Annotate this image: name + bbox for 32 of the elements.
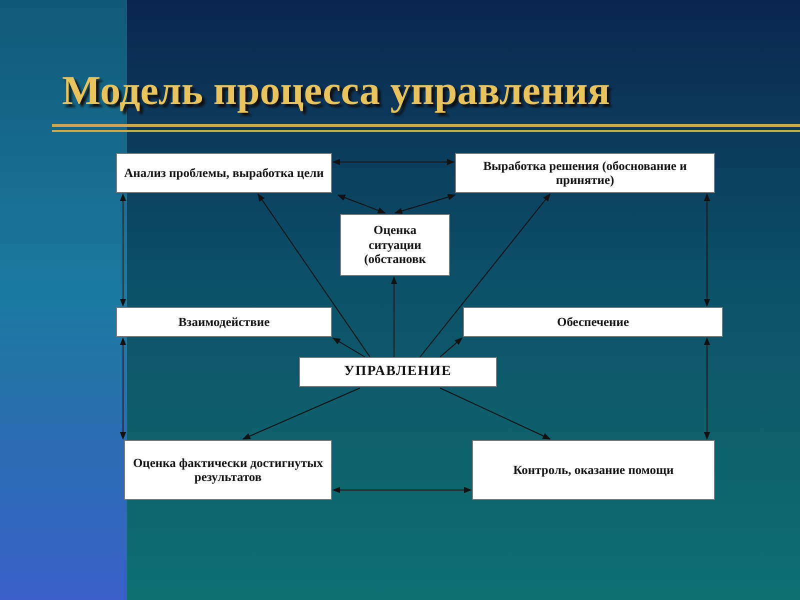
arrow bbox=[337, 194, 386, 214]
box-label: Выработка решения (обоснование и принятие) bbox=[482, 158, 688, 188]
arrow bbox=[332, 158, 455, 166]
process-box bbox=[124, 440, 332, 500]
arrow bbox=[258, 193, 370, 358]
process-box bbox=[340, 214, 450, 276]
process-box bbox=[472, 440, 715, 500]
box-label: Обеспечение bbox=[556, 314, 630, 330]
arrow bbox=[242, 388, 360, 440]
process-box bbox=[116, 307, 332, 337]
arrow bbox=[332, 486, 472, 494]
arrow bbox=[394, 194, 456, 214]
arrow bbox=[120, 193, 126, 307]
process-box bbox=[116, 153, 332, 193]
slide-title: Модель процесса управления bbox=[62, 66, 610, 114]
box-label: Контроль, оказание помощи bbox=[513, 462, 674, 478]
box-label: Оценка фактически достигнутых результатов bbox=[132, 456, 324, 484]
box-label: Взаимодействие bbox=[178, 314, 270, 330]
arrow bbox=[420, 193, 550, 358]
box-label: Оценка ситуации (обстановк bbox=[363, 223, 427, 267]
process-box bbox=[463, 307, 723, 337]
box-label: Анализ проблемы, выработка цели bbox=[124, 166, 324, 180]
arrow bbox=[704, 337, 710, 440]
central-box bbox=[299, 357, 497, 387]
process-box bbox=[455, 153, 715, 193]
arrow bbox=[332, 338, 366, 358]
arrow bbox=[440, 337, 463, 358]
arrow bbox=[704, 193, 710, 307]
arrow bbox=[390, 276, 398, 358]
box-label: УПРАВЛЕНИЕ bbox=[344, 364, 452, 380]
arrow bbox=[120, 337, 126, 440]
arrow bbox=[440, 388, 551, 440]
